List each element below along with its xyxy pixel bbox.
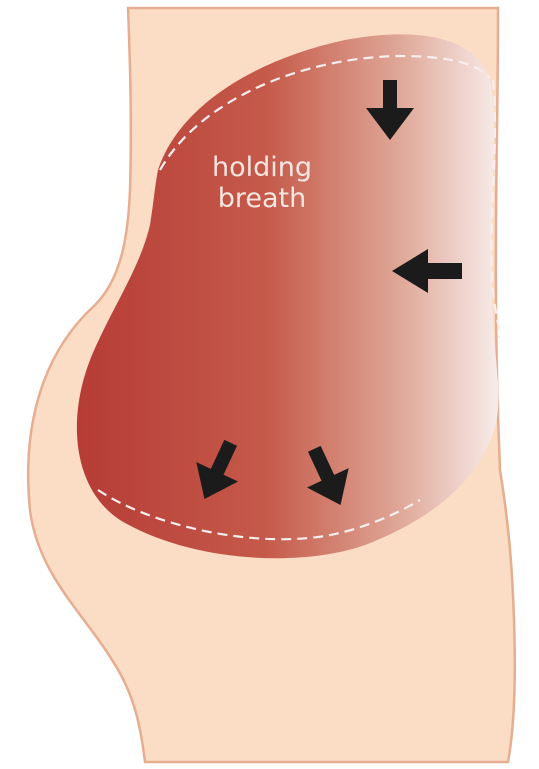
caption-line-2: breath [218,183,307,214]
caption-line-1: holding [212,152,312,183]
